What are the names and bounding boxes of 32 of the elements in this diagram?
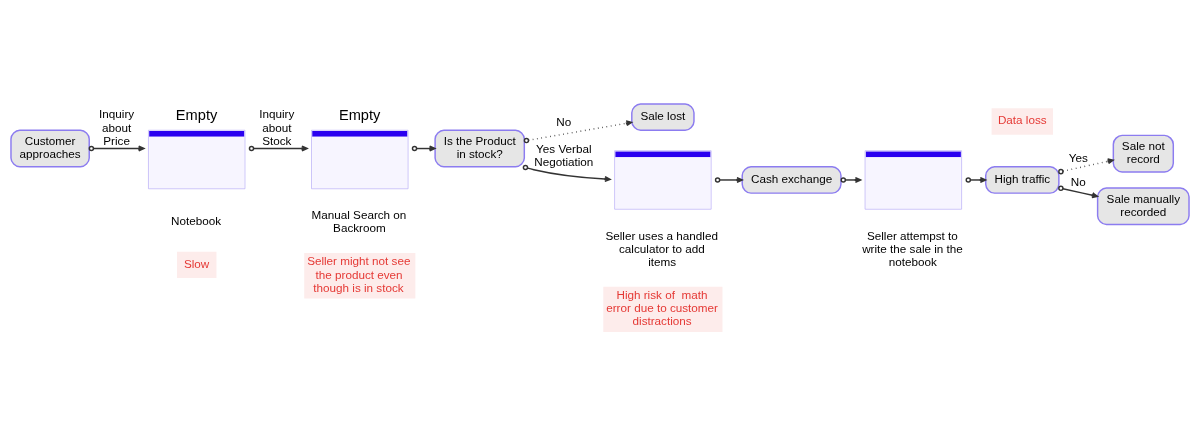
- arrow: [88, 145, 145, 152]
- edge-label: Yes Verbal Negotiation: [534, 141, 594, 168]
- edge-label: Yes: [1068, 150, 1088, 164]
- arrow: [523, 120, 633, 144]
- node-box: Is the Product in stock?: [434, 129, 526, 168]
- arrow: [965, 176, 987, 183]
- label: Data loss: [997, 113, 1047, 127]
- arrow: [1058, 158, 1114, 175]
- node-box: High traffic: [985, 166, 1060, 194]
- edge-label: No: [556, 114, 572, 128]
- node-label: Seller uses a handled calculator to add items: [605, 228, 718, 269]
- arrow: [522, 164, 611, 183]
- arrow: [840, 176, 862, 183]
- node-label: High risk of math error due to customer distractions: [606, 288, 718, 328]
- arrow: [248, 145, 308, 152]
- node-label: Empty: [175, 107, 218, 124]
- node-box: Cash exchange: [741, 166, 842, 194]
- node-box: Sale lost: [631, 103, 695, 131]
- node-label: Notebook: [171, 214, 222, 228]
- edge-label: Inquiry about Price: [99, 107, 135, 147]
- node-label: Slow: [183, 256, 210, 270]
- node-box: Sale manually recorded: [1096, 187, 1190, 226]
- node-label: Empty: [338, 107, 381, 124]
- edge-label: No: [1070, 174, 1086, 188]
- arrow: [1058, 185, 1099, 199]
- node-box: Sale not record: [1112, 134, 1175, 173]
- edge-label: Inquiry about Stock: [259, 107, 295, 147]
- node-label: Seller might not see the product even though is in stock: [307, 254, 411, 294]
- node-box: Customer approaches: [10, 129, 90, 168]
- node-label: Manual Search on Backroom: [311, 208, 407, 235]
- node-label: Seller attempst to write the sale in the notebook: [862, 228, 963, 269]
- arrow: [714, 176, 743, 183]
